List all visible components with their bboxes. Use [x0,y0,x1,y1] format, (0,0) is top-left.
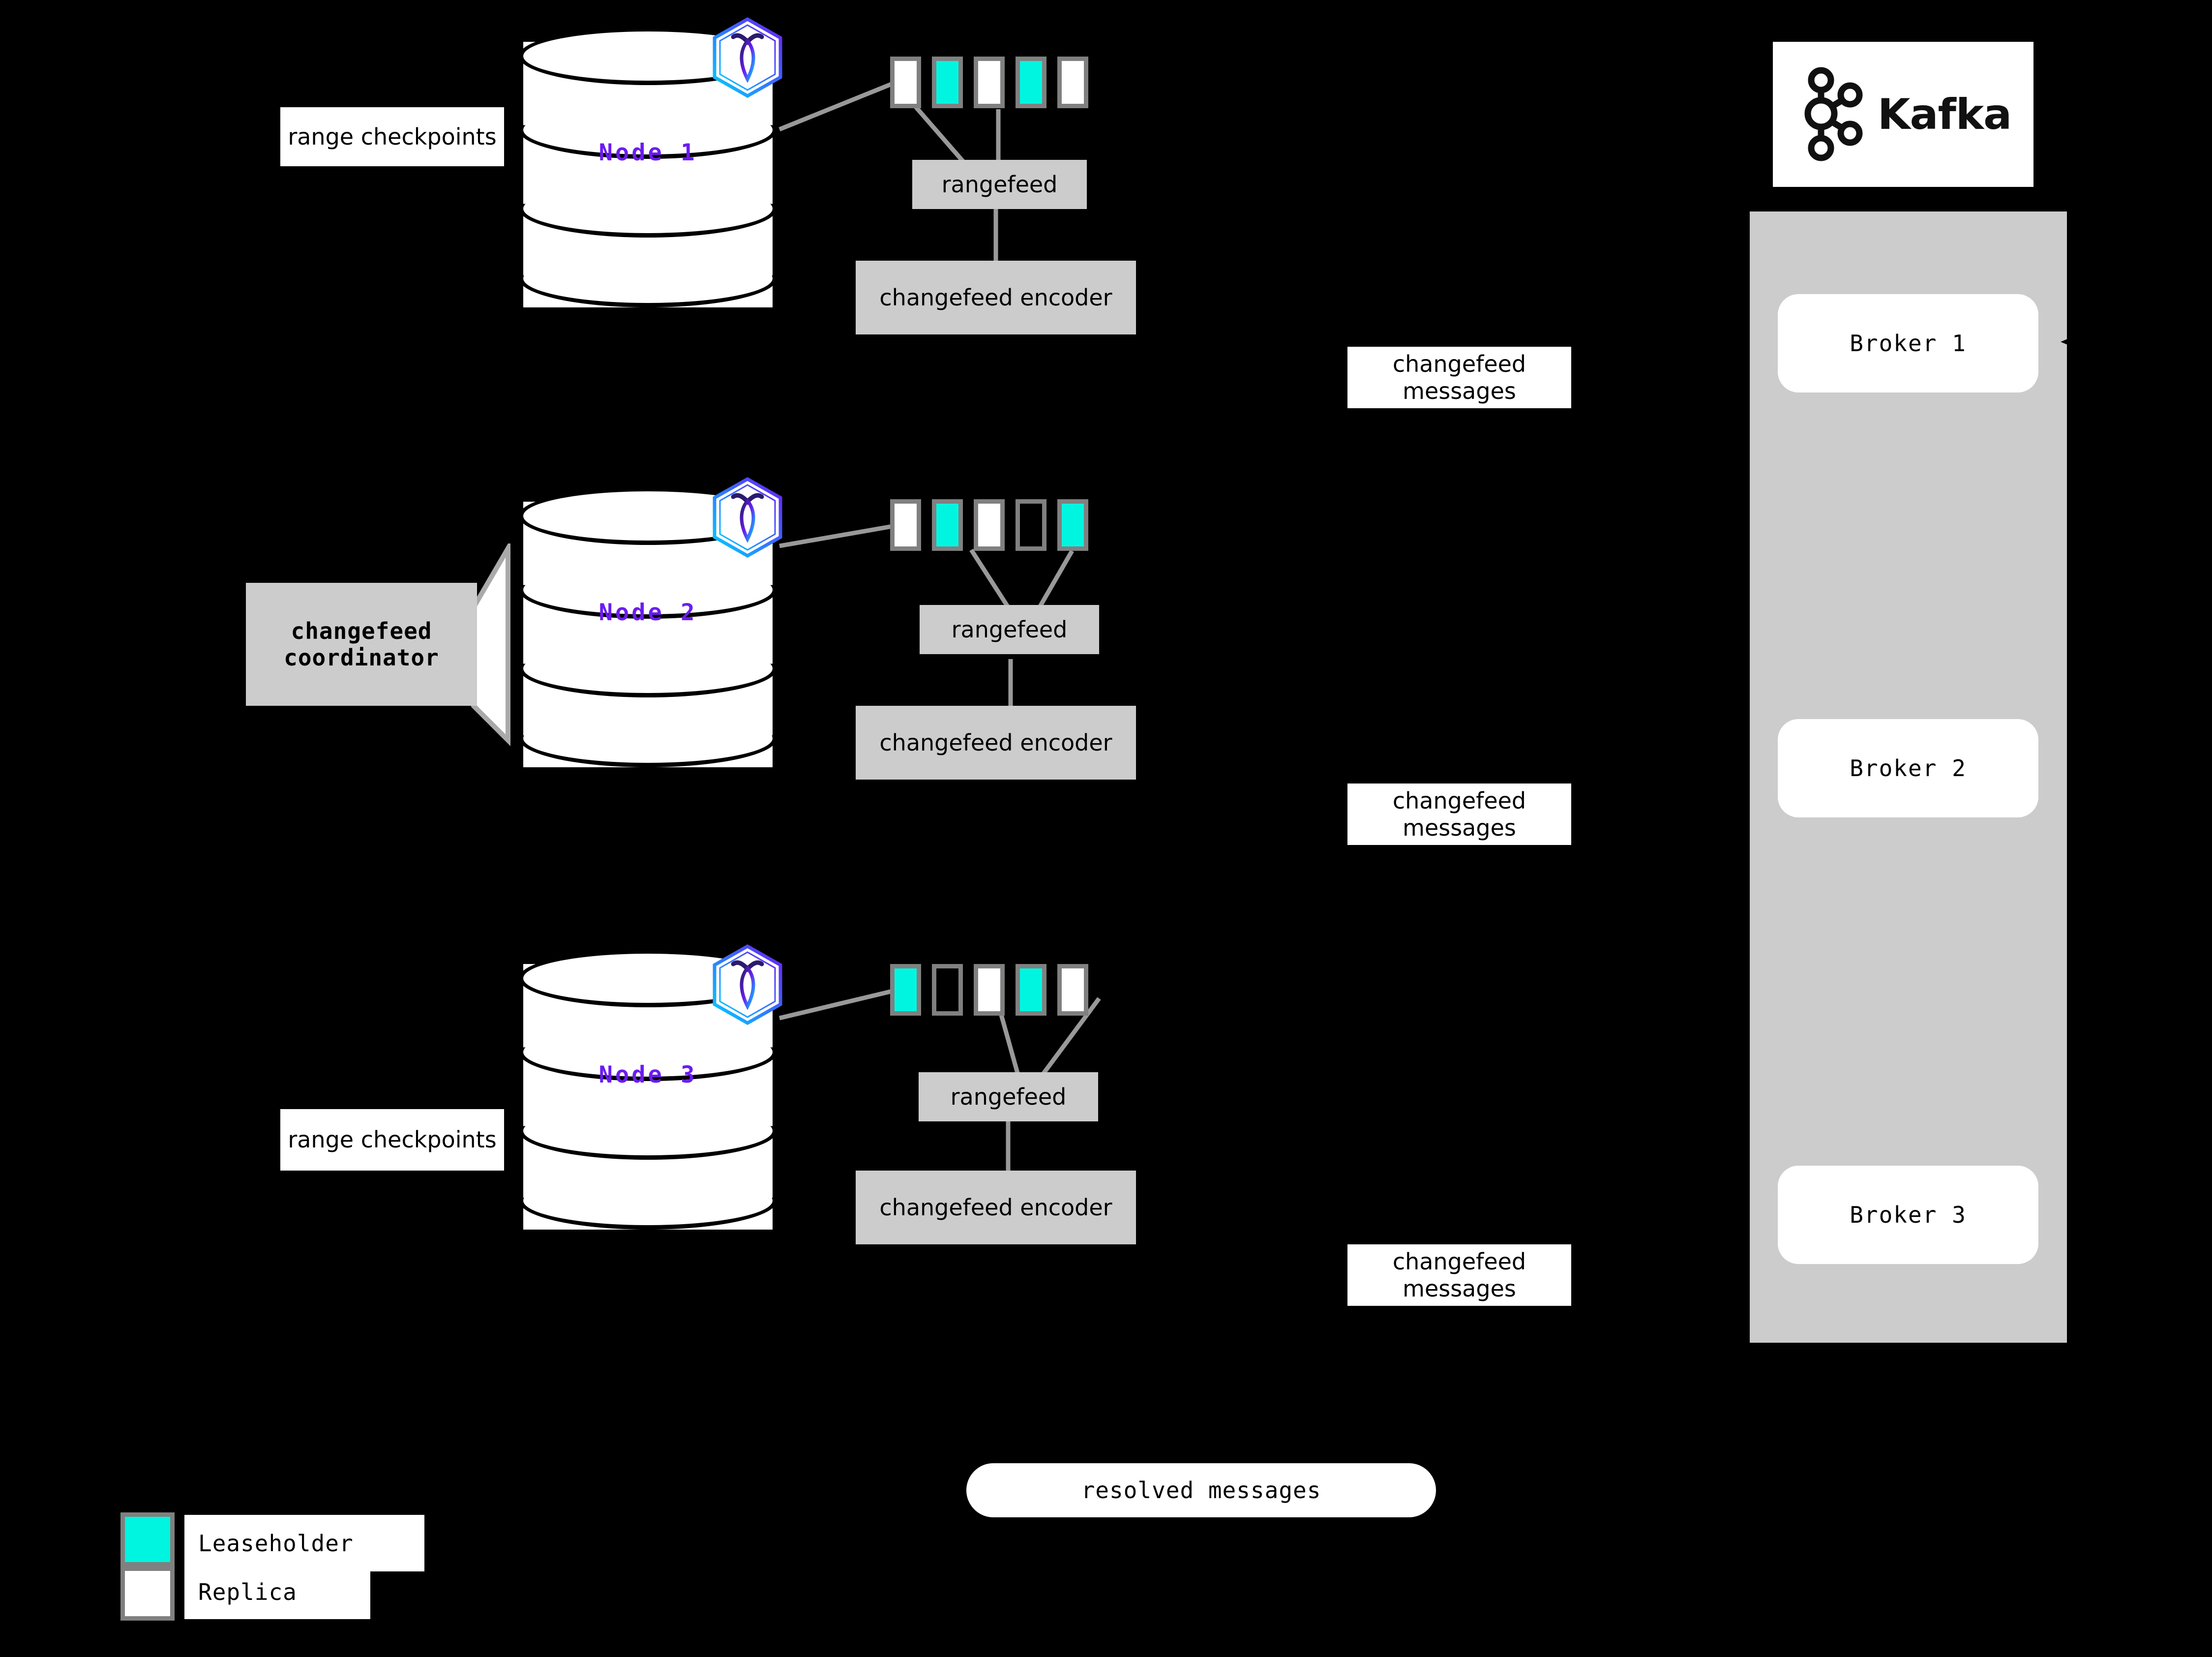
node-3-changefeed-encoder-box[interactable]: changefeed encoder [856,1171,1136,1244]
node-2-rangefeed-box[interactable]: rangefeed [920,605,1099,654]
changefeed-coordinator-box[interactable]: changefeed coordinator [246,583,477,706]
changefeed-messages-label-3: changefeed messages [1347,1244,1571,1306]
range-box-replica[interactable] [974,499,1005,551]
node-1-label: Node 1 [598,139,697,166]
node-1-range-row [890,57,1088,108]
range-box-leaseholder[interactable] [1016,964,1046,1016]
kafka-broker-1[interactable]: Broker 1 [1778,294,2038,392]
resolved-messages-pill: resolved messages [966,1463,1436,1517]
legend-label-leaseholder: Leaseholder [184,1515,424,1571]
cockroachdb-hexagon-icon [711,17,784,98]
range-box-empty[interactable] [1016,499,1046,551]
node-1-rangefeed-box[interactable]: rangefeed [912,160,1087,209]
node-3-range-row [890,964,1088,1016]
legend-swatch-leaseholder [120,1512,175,1567]
node-3-rangefeed-box[interactable]: rangefeed [919,1072,1098,1121]
range-box-replica[interactable] [890,57,921,108]
kafka-wordmark: Kafka [1877,90,2012,139]
kafka-logo-icon [1795,64,1869,165]
node-3-label: Node 3 [598,1061,697,1088]
cockroachdb-hexagon-icon [711,477,784,558]
range-box-replica[interactable] [974,964,1005,1016]
node-2-changefeed-encoder-box[interactable]: changefeed encoder [856,706,1136,780]
node-2-range-row [890,499,1088,551]
range-box-replica[interactable] [974,57,1005,108]
legend-swatch-replica [120,1567,175,1621]
node-2-cylinder: Node 2 [519,487,777,782]
node-3-range-checkpoints-label: range checkpoints [280,1109,504,1171]
range-box-empty[interactable] [932,964,963,1016]
changefeed-messages-label-1: changefeed messages [1347,347,1571,408]
kafka-broker-3[interactable]: Broker 3 [1778,1166,2038,1264]
node-1-changefeed-encoder-box[interactable]: changefeed encoder [856,261,1136,334]
kafka-broker-2[interactable]: Broker 2 [1778,719,2038,817]
kafka-logo-box: Kafka [1773,42,2033,187]
range-box-leaseholder[interactable] [932,499,963,551]
range-box-leaseholder[interactable] [890,964,921,1016]
range-box-replica[interactable] [1057,964,1088,1016]
range-box-replica[interactable] [1057,57,1088,108]
range-box-leaseholder[interactable] [932,57,963,108]
legend-label-replica: Replica [184,1565,370,1619]
node-1-range-checkpoints-label: range checkpoints [280,107,504,166]
kafka-inbound-arrow-icon [2061,334,2078,349]
cockroachdb-hexagon-icon [711,944,784,1025]
node-2-label: Node 2 [598,599,697,626]
range-box-replica[interactable] [890,499,921,551]
changefeed-messages-label-2: changefeed messages [1347,783,1571,845]
range-box-leaseholder[interactable] [1057,499,1088,551]
range-box-leaseholder[interactable] [1016,57,1046,108]
